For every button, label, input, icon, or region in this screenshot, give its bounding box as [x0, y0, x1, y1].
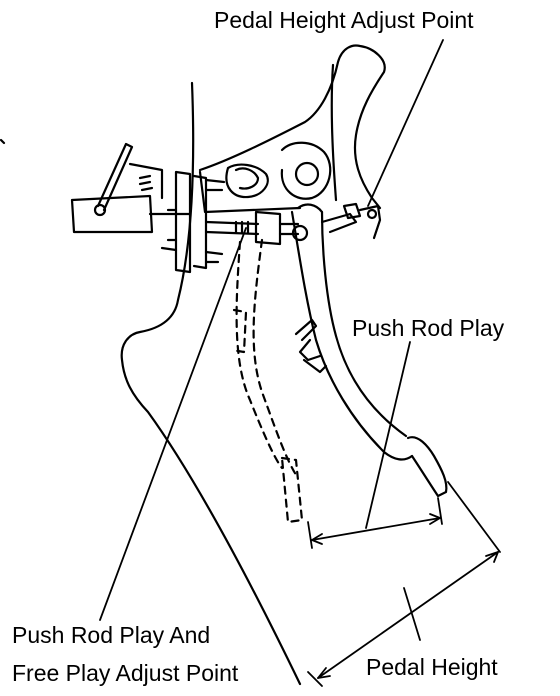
free-play-adjust-label-line2: Free Play Adjust Point: [12, 660, 239, 686]
pedal-height-label: Pedal Height: [366, 654, 498, 680]
pedal-bracket: [198, 44, 386, 214]
push-rod: [204, 210, 309, 246]
free-play-adjust-label-line1: Push Rod Play And: [12, 622, 211, 648]
pedal-height-dimension: [307, 481, 501, 687]
pedal-arm: [290, 203, 448, 498]
pedal-dashed-position: [230, 238, 304, 524]
adjust-bolt: [320, 202, 382, 240]
pedal-height-adjust-point-label: Pedal Height Adjust Point: [214, 7, 474, 33]
bulkhead-outline: [0, 81, 302, 686]
master-cylinder: [70, 142, 226, 274]
push-rod-play-dimension: [307, 497, 443, 549]
push-rod-play-label: Push Rod Play: [352, 315, 505, 341]
leader-lines: [99, 39, 444, 641]
